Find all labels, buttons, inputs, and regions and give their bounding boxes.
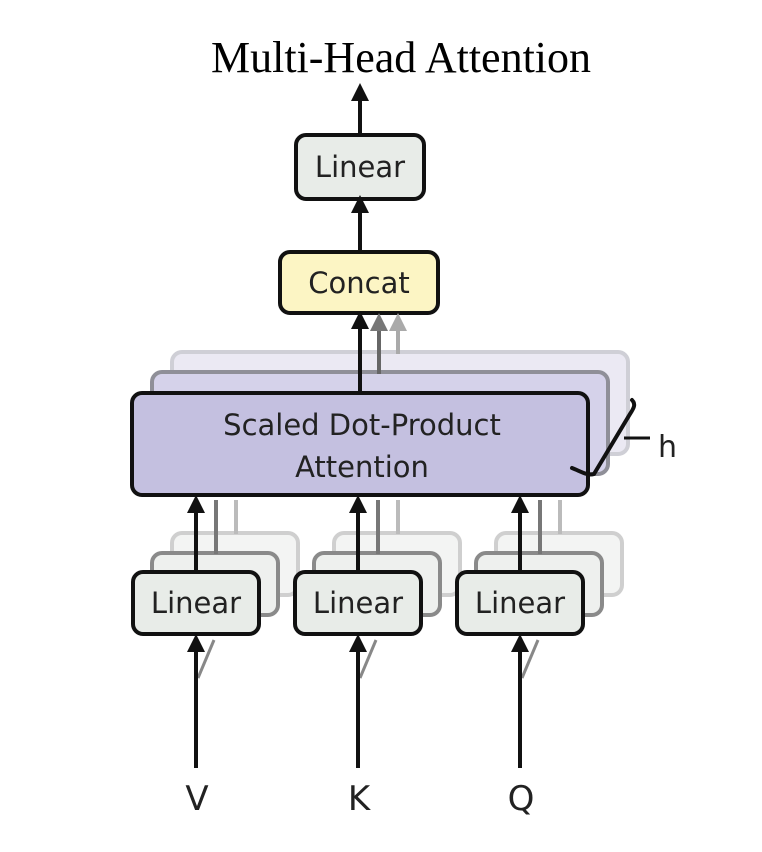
attention-label-line1: Scaled Dot-Product <box>223 408 501 442</box>
q-input-shadow <box>520 639 540 679</box>
k-input-label: K <box>348 779 372 819</box>
v-input-shadow <box>196 639 216 679</box>
linear-q-label: Linear <box>475 586 565 620</box>
q-branch: Linear Q <box>455 495 624 819</box>
output-linear-label: Linear <box>315 150 405 184</box>
q-input-label: Q <box>508 779 535 819</box>
attention-label-line2: Attention <box>295 450 429 484</box>
concat-label: Concat <box>308 266 409 300</box>
linear-v-label: Linear <box>151 586 241 620</box>
heads-label: h <box>658 430 677 465</box>
attention-block: Scaled Dot-Product Attention <box>130 391 590 497</box>
k-branch: Linear K <box>293 495 462 819</box>
linear-k-label: Linear <box>313 586 403 620</box>
diagram-title: Multi-Head Attention <box>211 33 591 82</box>
heads-bracket <box>570 398 637 477</box>
concat-block: Concat <box>278 250 440 315</box>
k-input-shadow <box>358 639 378 679</box>
v-input-label: V <box>185 779 208 819</box>
output-linear-block: Linear <box>294 133 426 201</box>
v-branch: Linear V <box>131 495 300 819</box>
